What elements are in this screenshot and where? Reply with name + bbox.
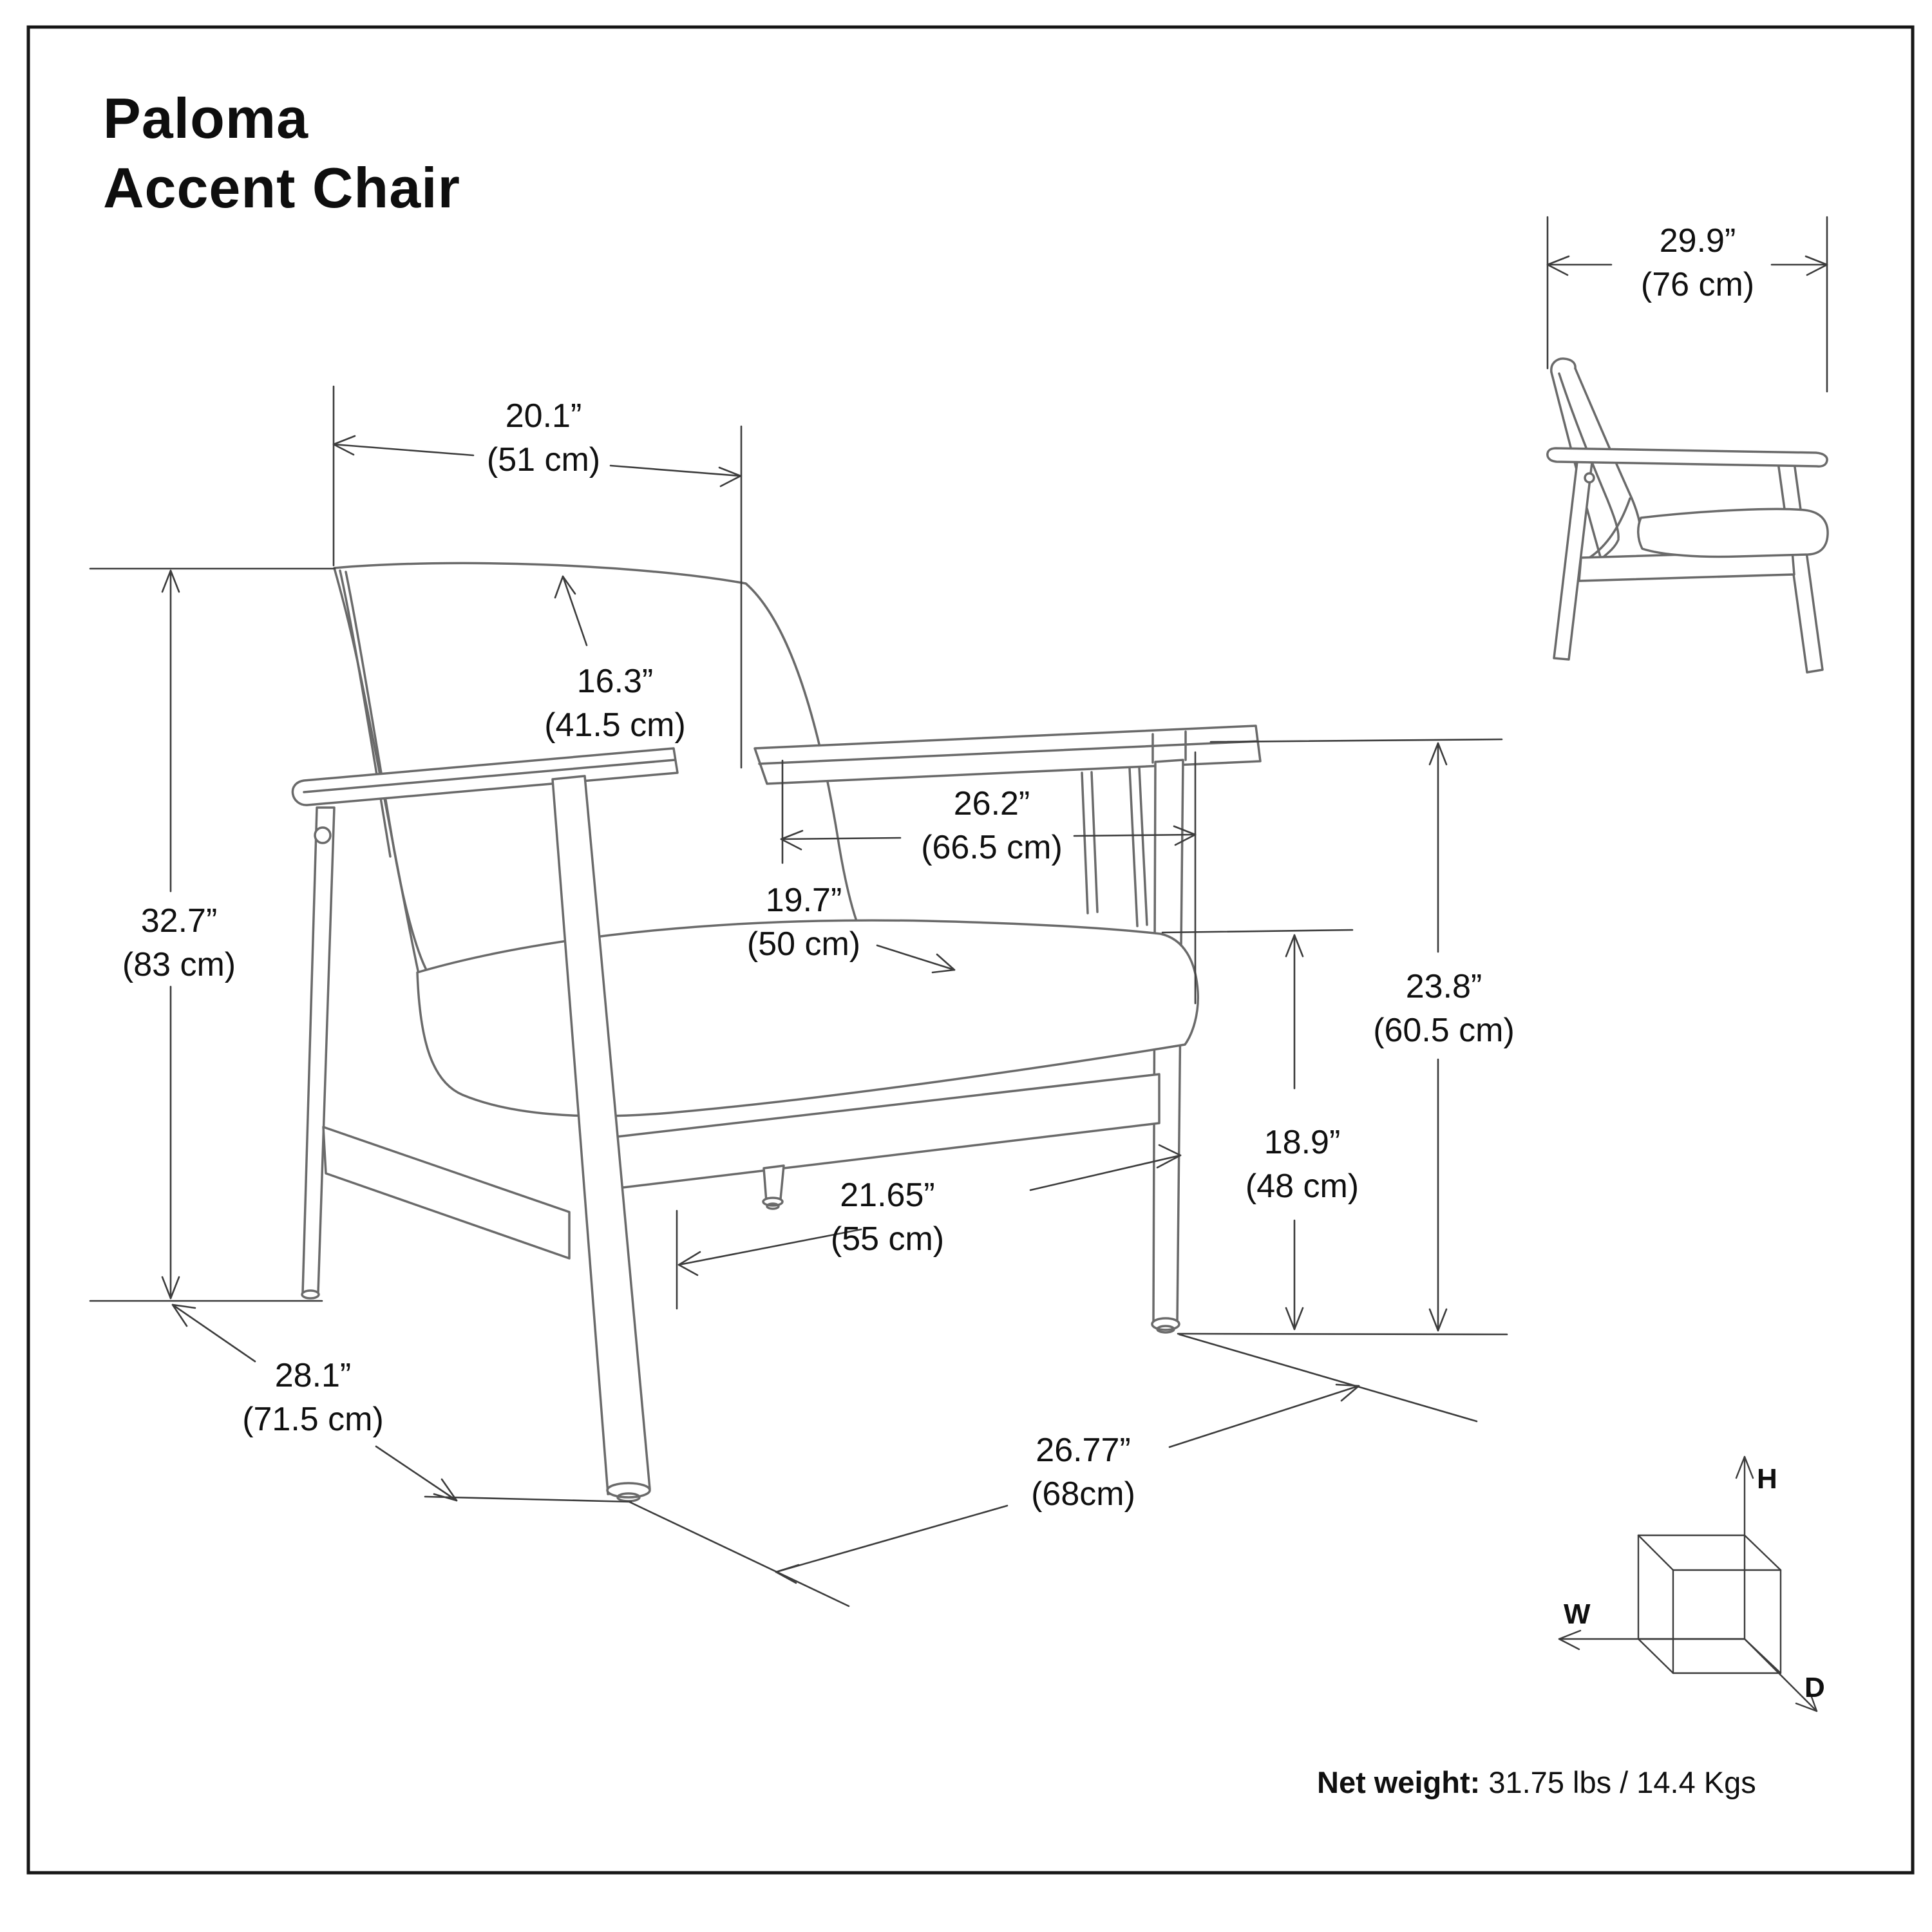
dim-back-height-cm: (41.5 cm)	[544, 706, 686, 744]
dim-back-width-cm: (51 cm)	[486, 441, 601, 478]
seat-cushion	[416, 919, 1199, 1117]
dim-inner-width-lines	[780, 751, 1197, 1005]
net-weight-label: Net weight:	[1317, 1765, 1481, 1799]
dim-overall-height-label: 32.7” (83 cm)	[122, 899, 236, 987]
dim-arm-height-cm: (60.5 cm)	[1373, 1012, 1515, 1049]
cube-edge	[1637, 1638, 1674, 1674]
main-chair-drawing	[291, 562, 1262, 1502]
cube-back-face	[1672, 1569, 1782, 1674]
dim-overall-depth-lines	[171, 1303, 632, 1503]
dim-arm-height-lines	[1177, 738, 1508, 1336]
depth-axis-label: D	[1804, 1672, 1825, 1703]
dim-inner-width-inches: 26.2”	[953, 785, 1030, 822]
page-title-line2: Accent Chair	[103, 156, 460, 220]
page-title: Paloma Accent Chair	[103, 84, 460, 223]
dim-inner-width-cm: (66.5 cm)	[921, 829, 1063, 866]
side-view-drawing	[1546, 357, 1829, 674]
width-axis-label: W	[1564, 1598, 1591, 1630]
dim-seat-height-label: 18.9” (48 cm)	[1245, 1121, 1359, 1208]
backrest-piping-inner	[345, 571, 428, 971]
dim-seat-height-inches: 18.9”	[1264, 1124, 1341, 1161]
left-armrest	[291, 747, 679, 806]
cube-edge	[1637, 1534, 1674, 1571]
dim-overall-depth-cm: (71.5 cm)	[242, 1401, 384, 1438]
dim-overall-height-inches: 32.7”	[140, 902, 218, 940]
dim-overall-depth-inches: 28.1”	[274, 1357, 352, 1394]
dim-overall-height-lines	[89, 567, 336, 1302]
dim-floor-depth-cm: (68cm)	[1031, 1475, 1135, 1513]
dim-overall-width-lines	[1546, 216, 1828, 393]
dimension-lines	[89, 216, 1828, 1607]
dim-back-height-inches: 16.3”	[576, 663, 654, 700]
dim-seat-width-label: 19.7” (50 cm)	[747, 878, 860, 966]
dim-arm-height-inches: 23.8”	[1405, 968, 1482, 1005]
height-axis-arrow	[1735, 1455, 1754, 1537]
dim-overall-height-cm: (83 cm)	[122, 946, 236, 983]
front-center-leg	[762, 1164, 785, 1210]
dim-leg-span-label: 21.65” (55 cm)	[831, 1173, 944, 1261]
dim-overall-width-cm: (76 cm)	[1640, 266, 1755, 303]
backrest-piping-outer	[339, 569, 392, 858]
dim-back-height-leader	[554, 575, 588, 647]
front-left-leg	[551, 775, 651, 1502]
dim-back-width-label: 20.1” (51 cm)	[487, 394, 600, 482]
dim-leg-span-cm: (55 cm)	[830, 1220, 945, 1258]
dowel-detail	[314, 826, 332, 844]
dim-seat-width-leader	[876, 944, 956, 974]
right-armrest	[753, 724, 1262, 785]
dim-seat-width-cm: (50 cm)	[746, 925, 861, 963]
dim-inner-width-label: 26.2” (66.5 cm)	[921, 782, 1063, 869]
dim-floor-depth-label: 26.77” (68cm)	[1031, 1428, 1135, 1516]
page-border	[26, 25, 1915, 1875]
dim-back-height-label: 16.3” (41.5 cm)	[544, 659, 686, 747]
rear-left-leg	[301, 806, 336, 1300]
page-title-line1: Paloma	[103, 86, 309, 150]
side-armrest	[1546, 447, 1828, 468]
dim-floor-depth-lines	[628, 1333, 1478, 1607]
cube-edge	[1743, 1534, 1782, 1571]
side-seat-cushion	[1637, 507, 1829, 558]
dim-seat-width-inches: 19.7”	[765, 882, 842, 919]
net-weight: Net weight: 31.75 lbs / 14.4 Kgs	[1317, 1765, 1756, 1800]
side-stretcher	[322, 1126, 571, 1260]
width-axis-arrow	[1558, 1629, 1746, 1651]
dim-seat-height-lines	[1161, 929, 1354, 1331]
side-dowel-detail	[1584, 472, 1595, 484]
height-axis-label: H	[1757, 1463, 1777, 1495]
right-arm-struts	[1081, 766, 1148, 927]
dim-seat-height-cm: (48 cm)	[1245, 1168, 1359, 1205]
dim-arm-height-label: 23.8” (60.5 cm)	[1373, 965, 1515, 1052]
dim-leg-span-inches: 21.65”	[840, 1177, 935, 1214]
depth-axis-arrow	[1743, 1638, 1818, 1712]
orientation-cube	[1558, 1455, 1818, 1712]
dim-overall-width-label: 29.9” (76 cm)	[1641, 219, 1754, 307]
dim-overall-depth-label: 28.1” (71.5 cm)	[242, 1354, 384, 1441]
dim-overall-width-inches: 29.9”	[1659, 222, 1736, 260]
dim-back-width-inches: 20.1”	[505, 397, 582, 435]
dim-back-width-lines	[332, 385, 743, 769]
dim-floor-depth-inches: 26.77”	[1036, 1432, 1131, 1469]
dim-leg-span-lines	[676, 1144, 1182, 1310]
net-weight-value: 31.75 lbs / 14.4 Kgs	[1480, 1765, 1756, 1799]
